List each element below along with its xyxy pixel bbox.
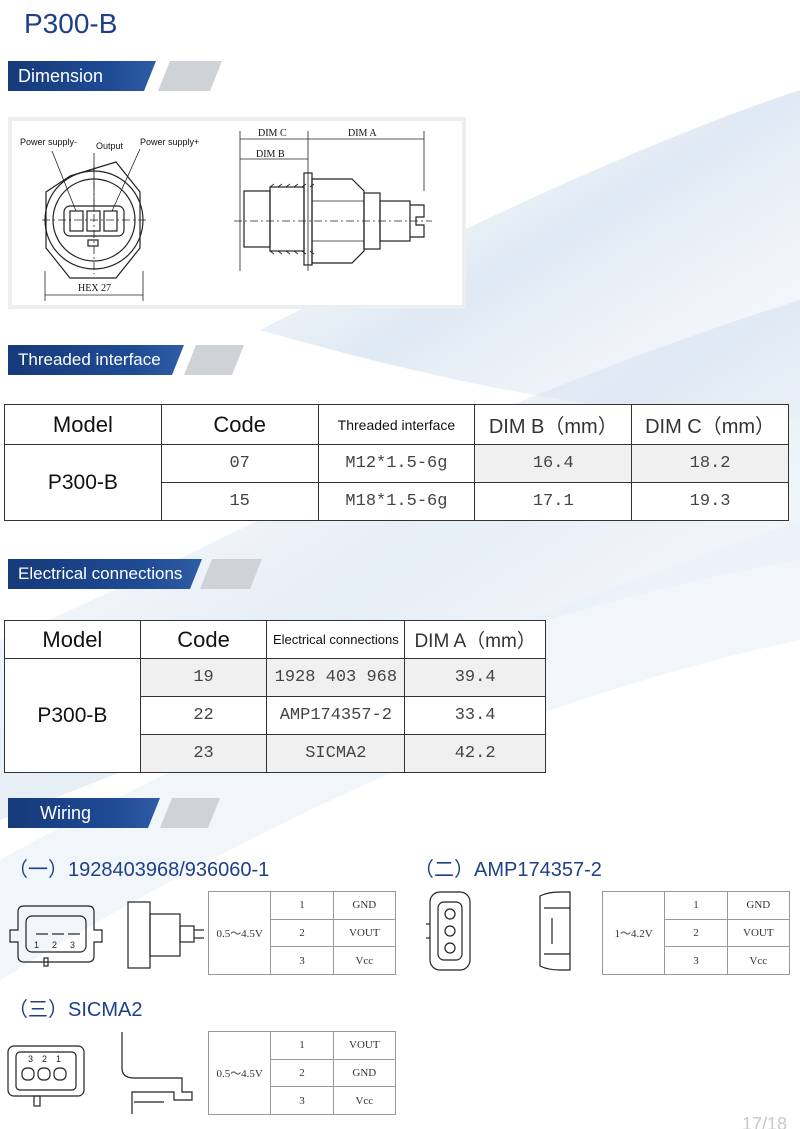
header-dim-b: DIM B（mm） xyxy=(474,404,633,445)
connector-sicma-drawing: 3 2 1 xyxy=(7,1032,193,1114)
pin-label: 2 xyxy=(42,1054,47,1064)
section-label-threaded: Threaded interface xyxy=(8,345,184,375)
header-electrical-connections: Electrical connections xyxy=(266,620,406,659)
pin-label: 3 xyxy=(70,940,75,950)
electrical-connections-table: Model Code Electrical connections DIM A（… xyxy=(4,620,546,773)
section-label-wiring: Wiring xyxy=(8,798,160,828)
label-output: Output xyxy=(96,141,124,151)
label-dim-a: DIM A xyxy=(348,128,377,139)
connector-1928-drawing: 1 2 3 xyxy=(9,901,204,969)
threaded-interface-table: Model Code Threaded interface DIM B（mm） … xyxy=(4,404,789,521)
voltage-range: 1～4.2V xyxy=(601,891,666,975)
label-power-plus: Power supply+ xyxy=(140,137,199,147)
header-dim-a: DIM A（mm） xyxy=(404,620,546,659)
section-banner-electrical: Electrical connections xyxy=(8,559,266,589)
header-model: Model xyxy=(4,620,141,659)
pin-label: 2 xyxy=(52,940,57,950)
section-banner-wiring: Wiring xyxy=(8,798,222,828)
page-title: P300-B xyxy=(24,8,118,39)
label-hex: HEX 27 xyxy=(78,283,111,294)
pin-label: 1 xyxy=(56,1054,61,1064)
section-label-dimension: Dimension xyxy=(8,61,156,91)
page-number: 17/18 xyxy=(742,1114,788,1129)
header-code: Code xyxy=(139,620,268,659)
wiring-title-2: （二）AMP174357-2 xyxy=(414,859,602,881)
pin-label: 3 xyxy=(28,1054,33,1064)
section-banner-threaded: Threaded interface xyxy=(8,345,248,375)
pin-label: 1 xyxy=(34,940,39,950)
model-cell: P300-B xyxy=(4,444,162,521)
section-label-electrical: Electrical connections xyxy=(8,559,202,589)
table-row: P300-B 19 1928 403 968 39.4 xyxy=(4,658,546,773)
dimension-drawing: Power supply- Output Power supply+ HEX 2… xyxy=(8,117,466,309)
header-model: Model xyxy=(4,404,162,445)
model-cell: P300-B xyxy=(4,658,141,773)
header-threaded-interface: Threaded interface xyxy=(317,404,476,445)
table-row: 15 M18*1.5-6g 17.1 19.3 xyxy=(5,482,789,521)
header-code: Code xyxy=(160,404,319,445)
voltage-range: 0.5～4.5V xyxy=(207,1031,272,1115)
table-row: P300-B 07 M12*1.5-6g 16.4 18.2 xyxy=(4,444,789,521)
header-dim-c: DIM C（mm） xyxy=(631,404,789,445)
table-row: 22 AMP174357-2 33.4 xyxy=(5,696,546,735)
wiring-title-3: （三）SICMA2 xyxy=(8,999,143,1021)
label-dim-b: DIM B xyxy=(256,149,285,160)
dimension-drawing-svg: Power supply- Output Power supply+ HEX 2… xyxy=(20,128,432,301)
section-banner-dimension: Dimension xyxy=(8,61,218,91)
label-dim-c: DIM C xyxy=(258,128,287,139)
voltage-range: 0.5～4.5V xyxy=(207,891,272,975)
label-power-minus: Power supply- xyxy=(20,137,77,147)
connector-amp-drawing xyxy=(426,891,571,971)
table-row: 23 SICMA2 42.2 xyxy=(5,734,546,773)
wiring-title-1: （一）1928403968/936060-1 xyxy=(8,859,270,881)
